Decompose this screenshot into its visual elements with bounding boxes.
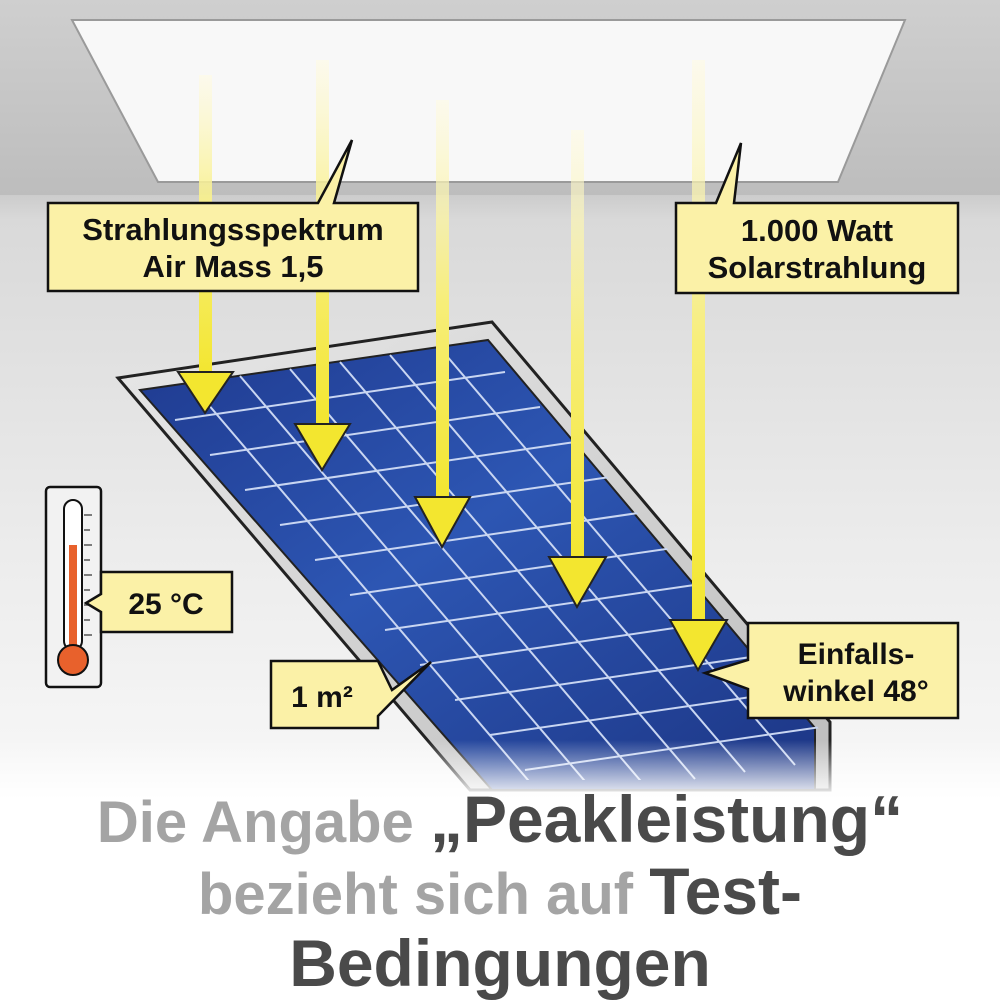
callout-power: 1.000 Watt Solarstrahlung — [674, 142, 960, 295]
power-label-line2: Solarstrahlung — [708, 250, 927, 285]
caption-text-4: Test- — [649, 854, 802, 928]
light-panel — [70, 19, 907, 183]
caption-line-1: Die Angabe „Peakleistung“ — [0, 786, 1000, 852]
bottom-fade — [0, 740, 1000, 800]
callout-angle: Einfalls- winkel 48° — [701, 621, 960, 720]
caption-text-1: Die Angabe — [96, 790, 430, 855]
caption-text-5: Bedingungen — [289, 926, 711, 1000]
caption-background — [0, 800, 1000, 1000]
down-arrow — [547, 130, 608, 610]
callout-temperature: 25 °C — [83, 570, 234, 634]
caption-line-2: bezieht sich auf Test- — [0, 858, 1000, 924]
light-arrows — [176, 60, 729, 673]
down-arrow — [668, 60, 729, 673]
caption-text-3: bezieht sich auf — [198, 862, 650, 927]
spectrum-label-line1: Strahlungsspektrum — [82, 212, 383, 247]
spectrum-label-line2: Air Mass 1,5 — [143, 249, 324, 284]
callout-area: 1 m² — [269, 659, 432, 730]
caption-text-2: „Peakleistung“ — [429, 782, 904, 856]
callout-spectrum: Strahlungsspektrum Air Mass 1,5 — [46, 139, 420, 293]
area-label: 1 m² — [291, 681, 353, 714]
temperature-label: 25 °C — [128, 588, 203, 621]
angle-label-line1: Einfalls- — [798, 638, 915, 671]
caption-line-3: Bedingungen — [0, 930, 1000, 996]
down-arrow — [413, 100, 472, 550]
caption: Die Angabe „Peakleistung“ bezieht sich a… — [0, 768, 1000, 996]
power-label-line1: 1.000 Watt — [741, 213, 893, 248]
angle-label-line2: winkel 48° — [782, 675, 928, 708]
thermometer-icon — [44, 485, 103, 689]
